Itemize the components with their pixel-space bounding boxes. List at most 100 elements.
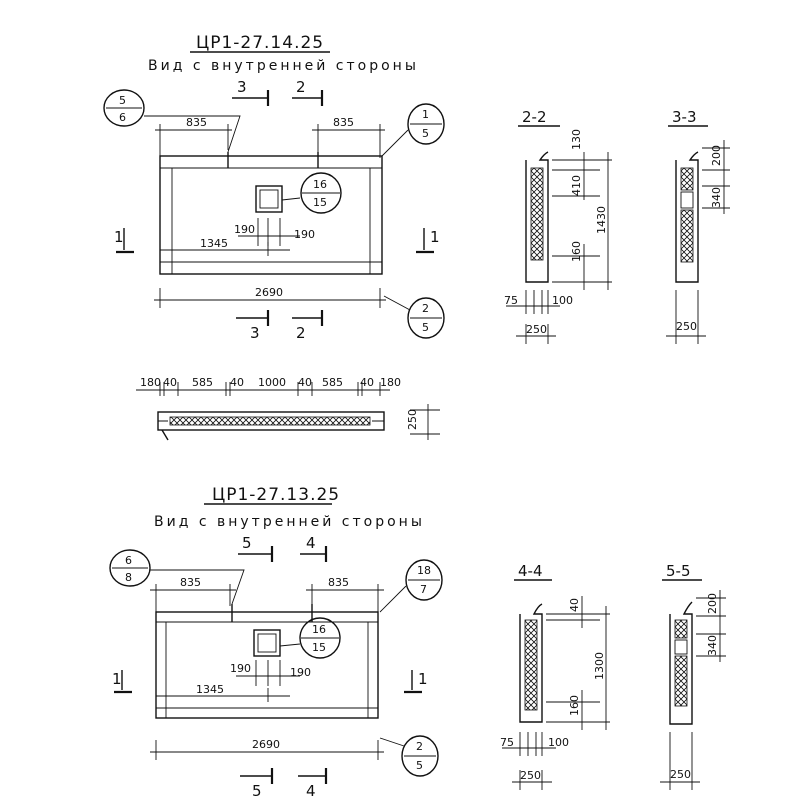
svg-text:835: 835 <box>180 576 201 589</box>
svg-text:2: 2 <box>422 302 429 315</box>
plan-dim-5: 1000 <box>258 376 286 389</box>
svg-text:835: 835 <box>333 116 354 129</box>
sheet2-callout-top-left: 6 8 <box>109 549 245 605</box>
svg-text:3: 3 <box>237 78 247 96</box>
sheet1-dim-835-left: 835 <box>155 116 232 158</box>
plan-dim-4: 40 <box>230 376 244 389</box>
svg-text:190: 190 <box>290 666 311 679</box>
sheet1-cut-bottom-left: 3 <box>236 310 270 342</box>
svg-text:2: 2 <box>296 78 306 96</box>
svg-text:835: 835 <box>328 576 349 589</box>
svg-text:18: 18 <box>417 564 431 577</box>
svg-text:250: 250 <box>520 769 541 782</box>
sheet2-cut-bottom-left: 5 <box>240 768 274 800</box>
svg-text:2-2: 2-2 <box>522 108 547 126</box>
sheet2-cut-top-right: 4 <box>300 534 328 562</box>
svg-text:1: 1 <box>430 228 440 246</box>
svg-text:2: 2 <box>296 324 306 342</box>
sheet-2: ЦР1-27.13.25 Вид с внутренней стороны 5 … <box>109 485 726 800</box>
sheet1-dim-835-right: 835 <box>312 116 385 158</box>
svg-text:5: 5 <box>422 321 429 334</box>
svg-text:835: 835 <box>186 116 207 129</box>
svg-text:100: 100 <box>548 736 569 749</box>
svg-text:6: 6 <box>119 111 126 124</box>
section-4-4: 4-4 40 1300 160 75 100 250 <box>500 562 610 790</box>
svg-text:16: 16 <box>313 178 327 191</box>
svg-text:200: 200 <box>710 145 723 166</box>
sheet1-dim-total: 2690 <box>154 286 386 308</box>
svg-text:5: 5 <box>416 759 423 772</box>
sheet1-callout-bottom-right: 2 5 <box>383 295 445 339</box>
svg-text:160: 160 <box>570 241 583 262</box>
plan-dim-2: 40 <box>163 376 177 389</box>
sheet2-callout-opening: 16 15 <box>279 617 341 659</box>
sheet-1: ЦР1-27.14.25 Вид с внутренней стороны 3 … <box>103 33 730 441</box>
sheet2-dim-1345: 1345 <box>156 683 290 702</box>
svg-text:100: 100 <box>552 294 573 307</box>
svg-text:5: 5 <box>119 94 126 107</box>
svg-text:250: 250 <box>670 768 691 781</box>
svg-text:1: 1 <box>112 670 122 688</box>
sheet1-callout-top-right: 1 5 <box>381 103 445 157</box>
svg-text:1345: 1345 <box>196 683 224 696</box>
svg-text:3-3: 3-3 <box>672 108 697 126</box>
svg-text:2690: 2690 <box>252 738 280 751</box>
svg-text:190: 190 <box>294 228 315 241</box>
sheet1-side-cut-right: 1 <box>416 228 440 254</box>
sheet1-cut-top-left: 3 <box>232 78 270 106</box>
svg-text:190: 190 <box>230 662 251 675</box>
sheet2-title: ЦР1-27.13.25 <box>212 485 340 505</box>
sheet2-cut-bottom-right: 4 <box>298 768 328 800</box>
section-5-5: 5-5 200 340 250 <box>660 562 726 790</box>
sheet1-plan-dims: 180 40 585 40 1000 40 585 40 180 <box>136 376 401 396</box>
sheet2-subtitle: Вид с внутренней стороны <box>154 514 425 530</box>
svg-text:1300: 1300 <box>593 652 606 680</box>
svg-text:1: 1 <box>114 228 124 246</box>
plan-dim-3: 585 <box>192 376 213 389</box>
svg-text:410: 410 <box>570 175 583 196</box>
section-3-3: 3-3 200 340 250 <box>666 108 730 344</box>
svg-text:4-4: 4-4 <box>518 562 543 580</box>
svg-text:2: 2 <box>416 740 423 753</box>
svg-text:4: 4 <box>306 782 316 800</box>
svg-text:40: 40 <box>568 598 581 612</box>
svg-text:340: 340 <box>710 187 723 208</box>
sheet1-cut-bottom-right: 2 <box>292 310 324 342</box>
svg-text:5: 5 <box>242 534 252 552</box>
sheet2-side-cut-right: 1 <box>404 670 428 694</box>
svg-text:190: 190 <box>234 223 255 236</box>
sheet1-title: ЦР1-27.14.25 <box>196 33 324 53</box>
svg-text:160: 160 <box>568 695 581 716</box>
sheet2-dim-835-left: 835 <box>150 576 236 614</box>
svg-text:200: 200 <box>706 593 719 614</box>
sheet2-side-cut-left: 1 <box>112 670 132 694</box>
svg-text:7: 7 <box>420 583 427 596</box>
sheet2-dim-total: 2690 <box>150 738 384 760</box>
svg-text:15: 15 <box>313 196 327 209</box>
plan-dim-1: 180 <box>140 376 161 389</box>
sheet1-callout-opening: 16 15 <box>281 172 342 214</box>
svg-text:340: 340 <box>706 635 719 656</box>
section-2-2: 2-2 130 410 1430 160 75 100 250 <box>504 108 612 344</box>
svg-text:1430: 1430 <box>595 206 608 234</box>
svg-text:75: 75 <box>504 294 518 307</box>
svg-text:1: 1 <box>418 670 428 688</box>
sheet1-cut-top-right: 2 <box>292 78 324 106</box>
sheet2-callout-top-right: 18 7 <box>379 559 443 613</box>
sheet1-subtitle: Вид с внутренней стороны <box>148 58 419 74</box>
svg-text:5: 5 <box>422 127 429 140</box>
svg-text:4: 4 <box>306 534 316 552</box>
svg-text:15: 15 <box>312 641 326 654</box>
sheet1-plan-section: 250 <box>157 404 440 441</box>
plan-dim-6: 40 <box>298 376 312 389</box>
svg-text:2690: 2690 <box>255 286 283 299</box>
sheet2-cut-top-left: 5 <box>238 534 274 562</box>
plan-dim-9: 180 <box>380 376 401 389</box>
svg-text:75: 75 <box>500 736 514 749</box>
plan-dim-7: 585 <box>322 376 343 389</box>
svg-text:8: 8 <box>125 571 132 584</box>
sheet2-panel-elevation <box>155 604 379 719</box>
plan-dim-8: 40 <box>360 376 374 389</box>
sheet2-dim-835-right: 835 <box>306 576 384 614</box>
